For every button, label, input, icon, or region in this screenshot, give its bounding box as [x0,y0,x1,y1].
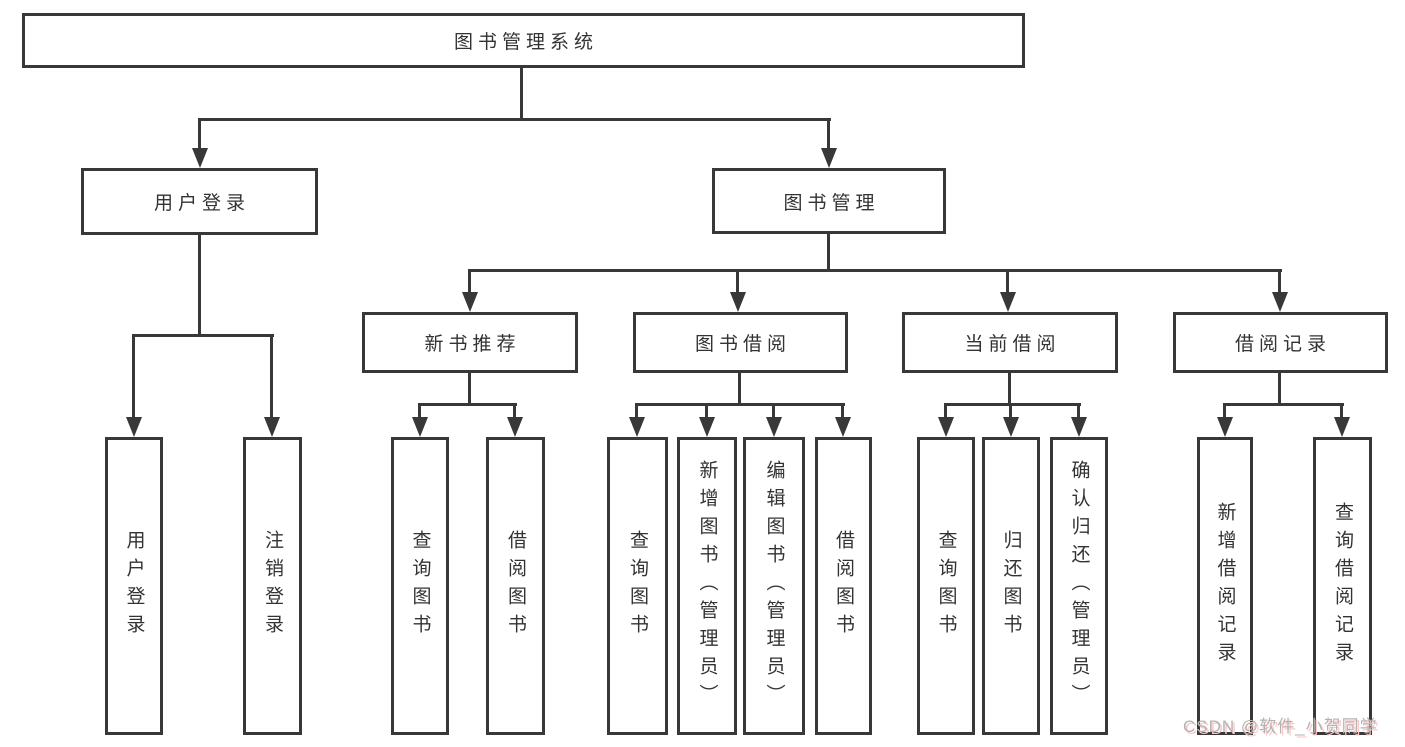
node-root: 图书管理系统 [22,13,1025,68]
node-user-login: 用户登录 [81,168,318,235]
connector-records-branch [1223,403,1344,406]
arrowhead-userlogin-leaf2 [264,417,280,437]
leaf-logout: 注销登录 [243,437,302,735]
node-borrow-records: 借阅记录 [1173,312,1388,373]
leaf-logout-label: 注销登录 [262,530,283,642]
node-root-label: 图书管理系统 [453,32,598,53]
arrowhead-current-leaf3 [1071,417,1087,437]
leaf-records-query: 查询借阅记录 [1313,437,1372,735]
arrowhead-borrow-leaf3 [766,417,782,437]
connector-current-drop2 [1009,403,1012,421]
arrowhead-newbooks-leaf1 [412,417,428,437]
arrowhead-current-borrow [1000,292,1016,312]
leaf-newbooks-query: 查询图书 [391,437,449,735]
leaf-current-query-label: 查询图书 [935,530,957,642]
csdn-watermark: CSDN @软件_小贺同学 [1183,717,1378,736]
connector-records-drop1 [1223,403,1226,421]
connector-borrow-branch [635,403,845,406]
node-new-books-label: 新书推荐 [424,334,521,355]
node-book-borrow: 图书借阅 [633,312,848,373]
connector-userlogin-branch [132,334,274,337]
leaf-current-return: 归还图书 [982,437,1040,735]
leaf-borrow-add-admin-label: 新增图书（管理员） [696,460,718,712]
connector-newbooks-drop1 [418,403,421,421]
arrowhead-book-mgmt [821,148,837,168]
leaf-records-query-label: 查询借阅记录 [1332,502,1353,670]
connector-borrow-drop1 [635,403,638,421]
connector-root-drop-right [827,118,830,150]
leaf-records-add: 新增借阅记录 [1197,437,1253,735]
leaf-user-login-label: 用户登录 [123,530,145,642]
leaf-current-query: 查询图书 [917,437,975,735]
connector-root-branch [198,118,831,121]
node-book-mgmt: 图书管理 [712,168,946,234]
node-new-books: 新书推荐 [362,312,578,373]
node-borrow-records-label: 借阅记录 [1234,334,1331,355]
connector-newbooks-drop2 [513,403,516,421]
connector-bookmgmt-drop2 [736,269,739,297]
connector-newbooks-branch [418,403,517,406]
leaf-borrow-borrow: 借阅图书 [815,437,872,735]
connector-bookmgmt-stem [827,232,830,272]
leaf-borrow-borrow-label: 借阅图书 [833,530,854,642]
node-book-borrow-label: 图书借阅 [694,334,791,355]
connector-userlogin-drop1 [132,334,135,419]
connector-borrow-drop3 [772,403,775,421]
leaf-borrow-query-label: 查询图书 [627,530,648,642]
leaf-borrow-edit-admin-label: 编辑图书（管理员） [763,460,785,712]
leaf-records-add-label: 新增借阅记录 [1214,502,1236,670]
node-current-borrow-label: 当前借阅 [964,334,1061,355]
connector-newbooks-stem [468,371,471,406]
connector-bookmgmt-drop4 [1278,269,1281,297]
connector-root-stem [520,66,523,120]
connector-borrow-drop4 [841,403,844,421]
arrowhead-newbooks-leaf2 [507,417,523,437]
connector-root-drop-left [198,118,201,150]
leaf-borrow-edit-admin: 编辑图书（管理员） [743,437,805,735]
node-current-borrow: 当前借阅 [902,312,1118,373]
connector-borrow-stem [738,371,741,406]
arrowhead-records-leaf2 [1334,417,1350,437]
leaf-user-login: 用户登录 [105,437,163,735]
arrowhead-current-leaf2 [1003,417,1019,437]
arrowhead-current-leaf1 [938,417,954,437]
arrowhead-book-borrow [730,292,746,312]
arrowhead-records-leaf1 [1217,417,1233,437]
leaf-borrow-add-admin: 新增图书（管理员） [677,437,737,735]
leaf-current-confirm-admin-label: 确认归还（管理员） [1068,460,1090,712]
connector-records-drop2 [1340,403,1343,421]
connector-bookmgmt-drop3 [1006,269,1009,297]
arrowhead-borrow-leaf2 [699,417,715,437]
connector-borrow-drop2 [705,403,708,421]
connector-current-branch [944,403,1081,406]
leaf-newbooks-borrow-label: 借阅图书 [505,530,526,642]
arrowhead-user-login [192,148,208,168]
arrowhead-borrow-records [1272,292,1288,312]
connector-current-drop1 [944,403,947,421]
leaf-newbooks-borrow: 借阅图书 [486,437,545,735]
leaf-newbooks-query-label: 查询图书 [409,530,431,642]
connector-bookmgmt-branch [468,269,1282,272]
leaf-borrow-query: 查询图书 [607,437,668,735]
node-user-login-label: 用户登录 [153,193,250,214]
connector-current-drop3 [1077,403,1080,421]
arrowhead-userlogin-leaf1 [126,417,142,437]
arrowhead-borrow-leaf4 [835,417,851,437]
connector-records-stem [1278,371,1281,406]
arrowhead-borrow-leaf1 [629,417,645,437]
leaf-current-return-label: 归还图书 [1000,530,1022,642]
arrowhead-new-books [462,292,478,312]
connector-current-stem [1008,371,1011,406]
node-book-mgmt-label: 图书管理 [783,192,880,214]
connector-userlogin-stem [198,233,201,337]
connector-bookmgmt-drop1 [468,269,471,297]
leaf-current-confirm-admin: 确认归还（管理员） [1050,437,1108,735]
connector-userlogin-drop2 [270,334,273,419]
